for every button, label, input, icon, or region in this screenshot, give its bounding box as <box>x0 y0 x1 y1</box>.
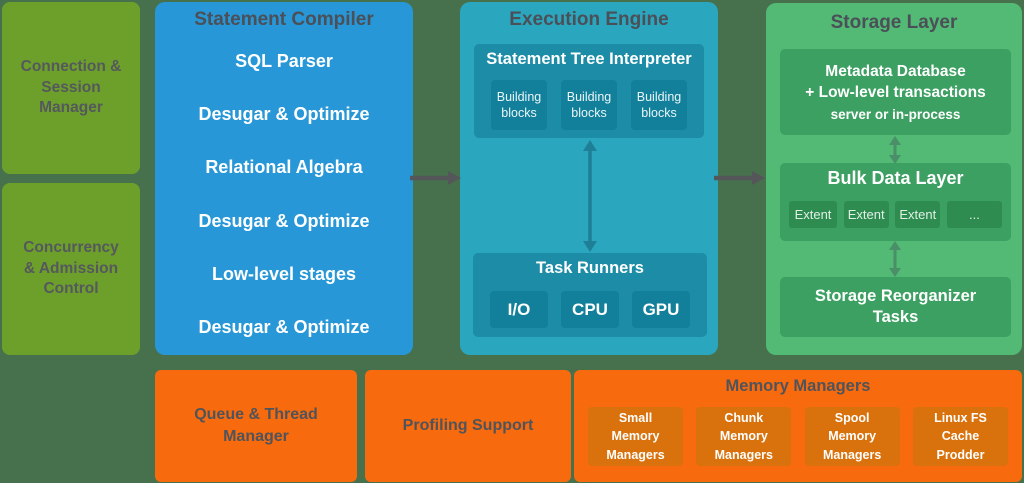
task-runners-box: Task Runners I/O CPU GPU <box>473 253 707 337</box>
compiler-stage: Low-level stages <box>211 263 357 284</box>
compiler-stages-list: SQL Parser Desugar & Optimize Relational… <box>155 51 413 338</box>
chunk-memory-managers-label: Chunk Memory Managers <box>714 411 773 462</box>
compiler-stage: Desugar & Optimize <box>198 316 370 337</box>
bulk-data-layer-box: Bulk Data Layer Extent Extent Extent ... <box>780 163 1011 241</box>
memory-managers-title: Memory Managers <box>725 377 871 395</box>
storage-layer-title: Storage Layer <box>830 12 958 33</box>
metadata-subtitle: server or in-process <box>830 106 961 122</box>
interpreter-taskrunners-double-arrow-icon <box>583 140 597 252</box>
queue-thread-manager-label: Queue & Thread Manager <box>194 406 318 445</box>
metadata-line2: + Low-level transactions <box>805 83 986 101</box>
task-runners-title: Task Runners <box>536 259 644 277</box>
extent-box: Extent <box>895 201 941 228</box>
runners-row: I/O CPU GPU <box>473 291 707 328</box>
profiling-support-label: Profiling Support <box>402 417 534 435</box>
small-memory-managers-box: Small Memory Managers <box>588 407 683 466</box>
chunk-memory-managers-box: Chunk Memory Managers <box>696 407 792 466</box>
cpu-runner-box: CPU <box>561 291 619 328</box>
execution-engine-title: Execution Engine <box>509 9 669 30</box>
building-block: Building blocks <box>631 80 687 130</box>
statement-compiler-panel: Statement Compiler SQL Parser Desugar & … <box>155 2 413 355</box>
io-runner-box: I/O <box>490 291 548 328</box>
spool-memory-managers-label: Spool Memory Managers <box>822 411 882 462</box>
statement-tree-interpreter-box: Statement Tree Interpreter Building bloc… <box>474 44 704 138</box>
queue-thread-manager-box: Queue & Thread Manager <box>155 370 357 482</box>
memory-managers-row: Small Memory Managers Chunk Memory Manag… <box>588 407 1008 466</box>
compiler-stage: Desugar & Optimize <box>198 104 370 125</box>
compiler-stage: Relational Algebra <box>205 157 363 178</box>
metadata-database-box: Metadata Database + Low-level transactio… <box>780 49 1011 135</box>
concurrency-admission-control-label: Concurrency & Admission Control <box>23 239 119 298</box>
statement-compiler-title: Statement Compiler <box>194 9 374 30</box>
engine-to-storage-arrow-icon <box>714 171 765 185</box>
compiler-stage: Desugar & Optimize <box>198 210 370 231</box>
gpu-runner-box: GPU <box>632 291 690 328</box>
bulk-reorganizer-double-arrow-icon <box>889 241 901 277</box>
storage-reorganizer-tasks-box: Storage Reorganizer Tasks <box>780 277 1011 337</box>
execution-engine-panel: Execution Engine Statement Tree Interpre… <box>460 2 718 355</box>
compiler-stage: SQL Parser <box>235 51 333 71</box>
memory-managers-panel: Memory Managers Small Memory Managers Ch… <box>574 370 1022 482</box>
small-memory-managers-label: Small Memory Managers <box>606 411 665 462</box>
concurrency-admission-control-box: Concurrency & Admission Control <box>2 183 140 355</box>
extent-box: Extent <box>789 201 837 228</box>
statement-tree-interpreter-title: Statement Tree Interpreter <box>486 50 692 68</box>
connection-session-manager-label: Connection & Session Manager <box>20 58 122 117</box>
metadata-bulk-double-arrow-icon <box>889 136 901 164</box>
building-block: Building blocks <box>561 80 617 130</box>
extent-more-box: ... <box>946 201 1002 228</box>
extents-row: Extent Extent Extent ... <box>789 201 1002 228</box>
compiler-to-engine-arrow-icon <box>410 171 461 185</box>
building-blocks-row: Building blocks Building blocks Building… <box>474 80 704 130</box>
metadata-line1: Metadata Database <box>825 63 966 81</box>
profiling-support-box: Profiling Support <box>365 370 571 482</box>
building-block: Building blocks <box>491 80 547 130</box>
linux-fs-cache-prodder-box: Linux FS Cache Prodder <box>912 407 1008 466</box>
storage-reorganizer-tasks-label: Storage Reorganizer Tasks <box>814 286 977 326</box>
bulk-data-layer-title: Bulk Data Layer <box>827 168 964 188</box>
extent-box: Extent <box>843 201 889 228</box>
connection-session-manager-box: Connection & Session Manager <box>2 2 140 174</box>
spool-memory-managers-box: Spool Memory Managers <box>804 407 900 466</box>
linux-fs-cache-prodder-label: Linux FS Cache Prodder <box>934 411 987 462</box>
storage-layer-panel: Storage Layer Metadata Database + Low-le… <box>766 3 1022 355</box>
